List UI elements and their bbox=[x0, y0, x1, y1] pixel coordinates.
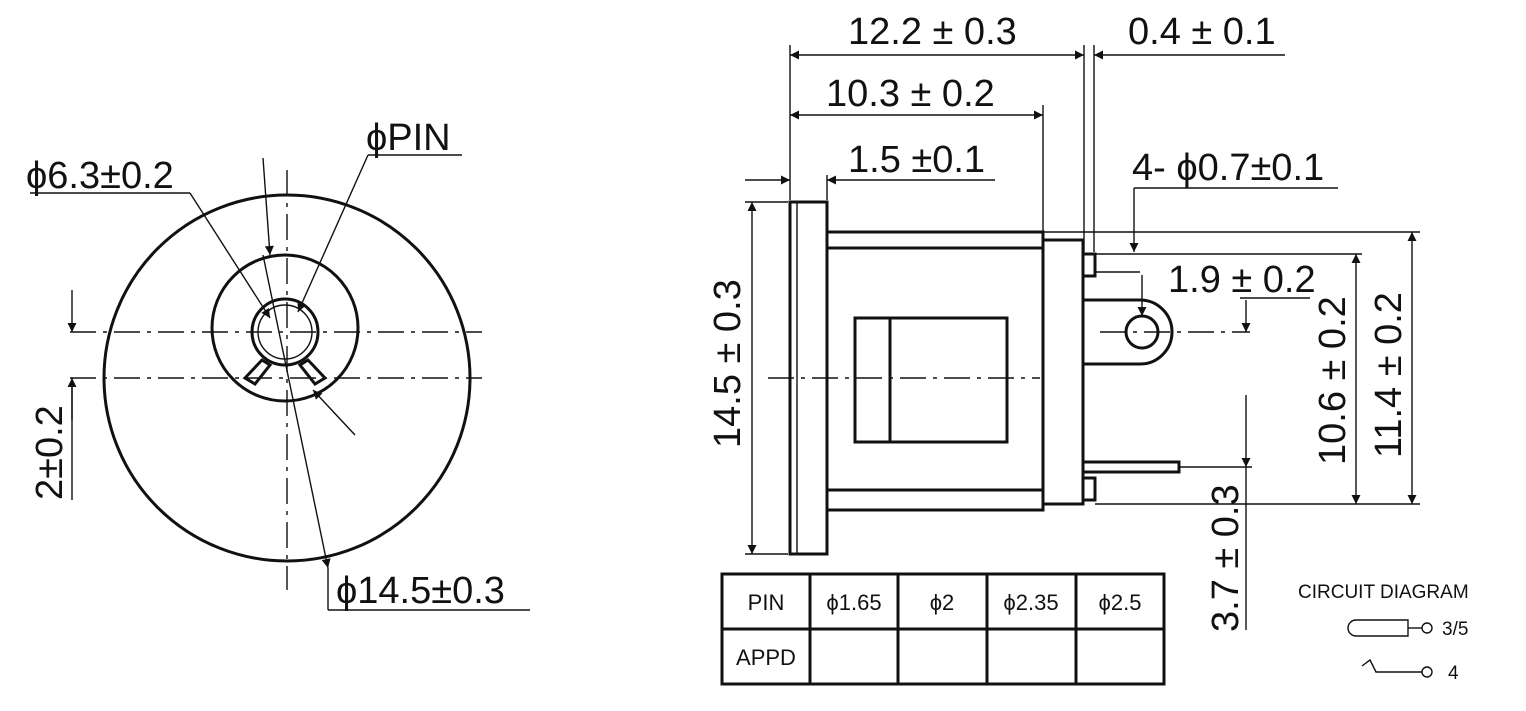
dim-body-dia-label: ϕ14.5±0.3 bbox=[336, 570, 505, 612]
table-header-cell: ϕ2 bbox=[930, 590, 955, 615]
front-view: ϕ6.3±0.2 ϕPIN 2±0.2 ϕ14.5±0.3 bbox=[26, 117, 530, 612]
leader-outer-dia-slant bbox=[189, 192, 271, 319]
circuit-label-a: 3/5 bbox=[1442, 619, 1468, 640]
leader-socket-bottom bbox=[312, 389, 356, 436]
pin-table: PIN ϕ1.65 ϕ2 ϕ2.35 ϕ2.5 APPD bbox=[720, 572, 1166, 686]
circuit-barrel-symbol bbox=[1347, 619, 1409, 637]
dim-outer-dia-label: ϕ6.3±0.2 bbox=[26, 155, 174, 197]
body bbox=[825, 230, 1045, 512]
dim-height-b-label: 11.4 ± 0.2 bbox=[1368, 292, 1410, 458]
leader-body-dia bbox=[262, 254, 331, 569]
circuit-terminal-b bbox=[1421, 666, 1433, 678]
dim-pin-offset-label: 3.7 ± 0.3 bbox=[1205, 484, 1247, 632]
dim-flange-label: 1.5 ±0.1 bbox=[848, 139, 985, 181]
window bbox=[853, 316, 1009, 444]
table-header-cell: PIN bbox=[748, 590, 785, 615]
circuit-terminal-a bbox=[1421, 622, 1433, 634]
dim-terminal-thickness-label: 0.4 ± 0.1 bbox=[1128, 11, 1276, 53]
circuit-switch-symbol bbox=[1361, 658, 1422, 673]
dim-hole-offset-label: 1.9 ± 0.2 bbox=[1168, 259, 1316, 301]
contact-slot-right bbox=[297, 358, 328, 386]
dim-body-length-label: 10.3 ± 0.2 bbox=[826, 73, 995, 115]
leader-pin bbox=[297, 154, 369, 313]
leader-socket-top bbox=[262, 157, 274, 256]
circuit-diagram: CIRCUIT DIAGRAM 3/5 4 bbox=[1298, 582, 1469, 684]
contact-slot-left bbox=[242, 358, 273, 386]
table-row-label: APPD bbox=[736, 645, 796, 670]
dim-overall-length-label: 12.2 ± 0.3 bbox=[848, 11, 1017, 53]
terminal-loop bbox=[1083, 298, 1174, 366]
terminal-flat bbox=[1081, 460, 1181, 474]
dim-holes-label: 4- ϕ0.7±0.1 bbox=[1132, 147, 1324, 189]
dim-flange-height-label: 14.5 ± 0.3 bbox=[707, 279, 749, 448]
dim-pin-label: ϕPIN bbox=[366, 117, 451, 159]
table-header-cell: ϕ2.5 bbox=[1099, 590, 1142, 615]
terminal-top bbox=[1081, 252, 1097, 278]
circuit-label-b: 4 bbox=[1448, 663, 1459, 684]
circuit-title: CIRCUIT DIAGRAM bbox=[1298, 582, 1469, 603]
dim-height-a-label: 10.6 ± 0.2 bbox=[1312, 296, 1354, 465]
table-header-cell: ϕ1.65 bbox=[826, 590, 881, 615]
socket-circle bbox=[210, 253, 360, 403]
rear-plate bbox=[1041, 238, 1085, 506]
table-header-cell: ϕ2.35 bbox=[1003, 590, 1058, 615]
terminal-bottom bbox=[1081, 476, 1097, 502]
side-view: 12.2 ± 0.3 0.4 ± 0.1 10.3 ± 0.2 1.5 ±0.1… bbox=[707, 11, 1420, 632]
dim-offset-label: 2±0.2 bbox=[29, 405, 71, 500]
